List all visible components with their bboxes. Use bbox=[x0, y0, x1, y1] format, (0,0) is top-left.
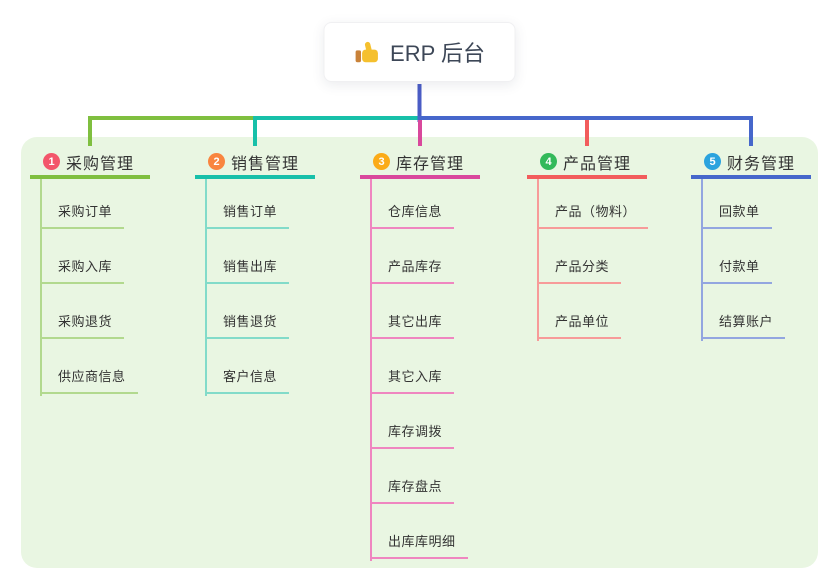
branch-node-label: 财务管理 bbox=[727, 155, 796, 173]
branch-node-label: 采购管理 bbox=[66, 155, 135, 173]
branch-node-5[interactable]: 5 财务管理 bbox=[691, 148, 811, 179]
branch-node-label: 销售管理 bbox=[231, 155, 300, 173]
thumbs-up-icon bbox=[354, 39, 380, 65]
child-node[interactable]: 其它出库 bbox=[372, 314, 455, 339]
child-node[interactable]: 回款单 bbox=[703, 204, 772, 229]
child-node[interactable]: 客户信息 bbox=[207, 369, 290, 394]
child-node[interactable]: 销售出库 bbox=[207, 259, 290, 284]
branch-children-group: 采购订单采购入库采购退货供应商信息 bbox=[40, 179, 138, 396]
branch-number-badge: 5 bbox=[704, 153, 721, 170]
child-node[interactable]: 采购退货 bbox=[42, 314, 125, 339]
branch-node-3[interactable]: 3 库存管理 bbox=[360, 148, 480, 179]
root-node-label: ERP 后台 bbox=[390, 41, 485, 66]
branch-children-group: 产品（物料） 产品分类产品单位 bbox=[537, 179, 649, 341]
child-node[interactable]: 采购入库 bbox=[42, 259, 125, 284]
branch-number-badge: 1 bbox=[43, 153, 60, 170]
child-node[interactable]: 仓库信息 bbox=[372, 204, 455, 229]
root-node[interactable]: ERP 后台 bbox=[323, 22, 516, 82]
branch-node-label: 库存管理 bbox=[396, 155, 465, 173]
child-node[interactable]: 产品分类 bbox=[539, 259, 622, 284]
branch-node-1[interactable]: 1 采购管理 bbox=[30, 148, 150, 179]
branch-children-group: 销售订单销售出库销售退货客户信息 bbox=[205, 179, 290, 396]
child-node[interactable]: 库存调拨 bbox=[372, 424, 455, 449]
branch-number-badge: 4 bbox=[540, 153, 557, 170]
branch-children-group: 仓库信息产品库存其它出库其它入库库存调拨库存盘点出库库明细 bbox=[370, 179, 468, 561]
child-node[interactable]: 产品单位 bbox=[539, 314, 622, 339]
child-node[interactable]: 销售订单 bbox=[207, 204, 290, 229]
branch-children-group: 回款单付款单结算账户 bbox=[701, 179, 786, 341]
branch-node-label: 产品管理 bbox=[563, 155, 632, 173]
child-node[interactable]: 采购订单 bbox=[42, 204, 125, 229]
child-node[interactable]: 供应商信息 bbox=[42, 369, 138, 394]
branch-node-2[interactable]: 2 销售管理 bbox=[195, 148, 315, 179]
branch-number-badge: 2 bbox=[208, 153, 225, 170]
child-node[interactable]: 付款单 bbox=[703, 259, 772, 284]
child-node[interactable]: 销售退货 bbox=[207, 314, 290, 339]
child-node[interactable]: 出库库明细 bbox=[372, 534, 468, 559]
branch-number-badge: 3 bbox=[373, 153, 390, 170]
child-node[interactable]: 产品（物料） bbox=[539, 204, 649, 229]
child-node[interactable]: 结算账户 bbox=[703, 314, 786, 339]
branch-node-4[interactable]: 4 产品管理 bbox=[527, 148, 647, 179]
child-node[interactable]: 其它入库 bbox=[372, 369, 455, 394]
branches-panel bbox=[21, 137, 818, 568]
child-node[interactable]: 库存盘点 bbox=[372, 479, 455, 504]
child-node[interactable]: 产品库存 bbox=[372, 259, 455, 284]
